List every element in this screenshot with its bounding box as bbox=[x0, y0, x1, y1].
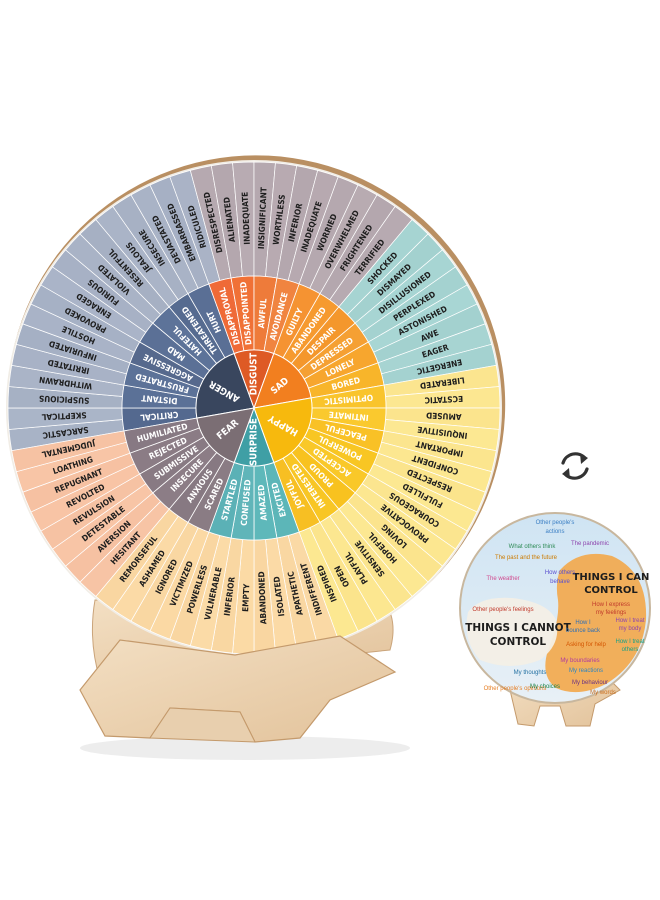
cannot-control-item: actions bbox=[545, 529, 564, 535]
control-card: THINGS I CANNOT CONTROL THINGS I CAN CON… bbox=[459, 512, 651, 727]
cannot-control-item: The pandemic bbox=[571, 541, 609, 547]
core-segment-sad bbox=[253, 352, 312, 409]
can-control-item: others bbox=[622, 647, 639, 653]
cannot-control-item: Other people's bbox=[536, 520, 575, 526]
cannot-control-title-line1: THINGS I CANNOT bbox=[465, 622, 571, 634]
can-control-item: My reactions bbox=[569, 668, 603, 674]
middle-label: OPTIMISTIC bbox=[323, 393, 373, 407]
cannot-control-item: The past and the future bbox=[495, 555, 558, 561]
can-control-item: How I express bbox=[592, 602, 630, 608]
can-control-item: bounce back bbox=[566, 628, 601, 634]
core-label-disgust: DISGUST bbox=[249, 353, 260, 396]
cannot-control-title-line2: CONTROL bbox=[490, 636, 547, 648]
can-control-item: My boundaries bbox=[560, 658, 599, 664]
outer-label: AMUSED bbox=[426, 411, 462, 423]
outer-label: SUSPICIOUS bbox=[39, 394, 90, 406]
can-control-item: My choices bbox=[530, 684, 560, 690]
can-control-blob bbox=[545, 553, 647, 693]
outer-label: EMPTY bbox=[240, 583, 251, 612]
can-control-item: My behaviour bbox=[572, 680, 608, 686]
can-control-item: My thoughts bbox=[514, 670, 547, 676]
cannot-control-item: The weather bbox=[486, 576, 519, 582]
can-control-item: How I treat bbox=[615, 639, 644, 645]
rotate-icon bbox=[561, 452, 589, 480]
middle-label: AWFUL bbox=[256, 298, 269, 329]
outer-label: INSIGNIFICANT bbox=[256, 187, 269, 249]
feelings-wheel: SARCASTICSKEPTICALSUSPICIOUSWITHDRAWNIRR… bbox=[6, 155, 506, 656]
middle-label: CRITICAL bbox=[140, 410, 179, 423]
can-control-item: My words bbox=[590, 690, 616, 696]
cannot-control-item: How others bbox=[545, 570, 575, 576]
cannot-control-item: Other people's feelings bbox=[472, 607, 533, 613]
can-control-item: Asking for help bbox=[566, 642, 606, 648]
cannot-control-item: behave bbox=[550, 579, 570, 585]
cannot-control-item: Other people's opinions bbox=[484, 686, 547, 692]
can-control-title-line1: THINGS I CAN bbox=[573, 572, 650, 583]
can-control-item: How I treat bbox=[615, 618, 644, 624]
can-control-item: my body bbox=[619, 626, 642, 632]
middle-label: CONFUSED bbox=[239, 479, 253, 526]
middle-label: INTIMATE bbox=[328, 410, 369, 423]
outer-label: INADEQUATE bbox=[240, 192, 252, 245]
core-segment-fear bbox=[196, 407, 255, 464]
outer-label: ABANDONED bbox=[256, 571, 268, 624]
main-wheel-stand-front bbox=[79, 635, 397, 743]
outer-label: ECSTATIC bbox=[424, 394, 463, 406]
outer-label: SKEPTICAL bbox=[41, 410, 87, 422]
middle-label: DISTANT bbox=[140, 393, 178, 406]
can-control-title-line2: CONTROL bbox=[584, 585, 638, 596]
cannot-control-item: What others think bbox=[509, 544, 557, 550]
stand-shadow bbox=[80, 736, 410, 760]
can-control-item: my feelings bbox=[596, 610, 626, 616]
core-label-surprise: SURPRISE bbox=[249, 418, 260, 466]
can-control-item: How I bbox=[575, 620, 591, 626]
middle-label: AMAZED bbox=[256, 484, 269, 521]
cannot-control-blob bbox=[466, 597, 558, 666]
